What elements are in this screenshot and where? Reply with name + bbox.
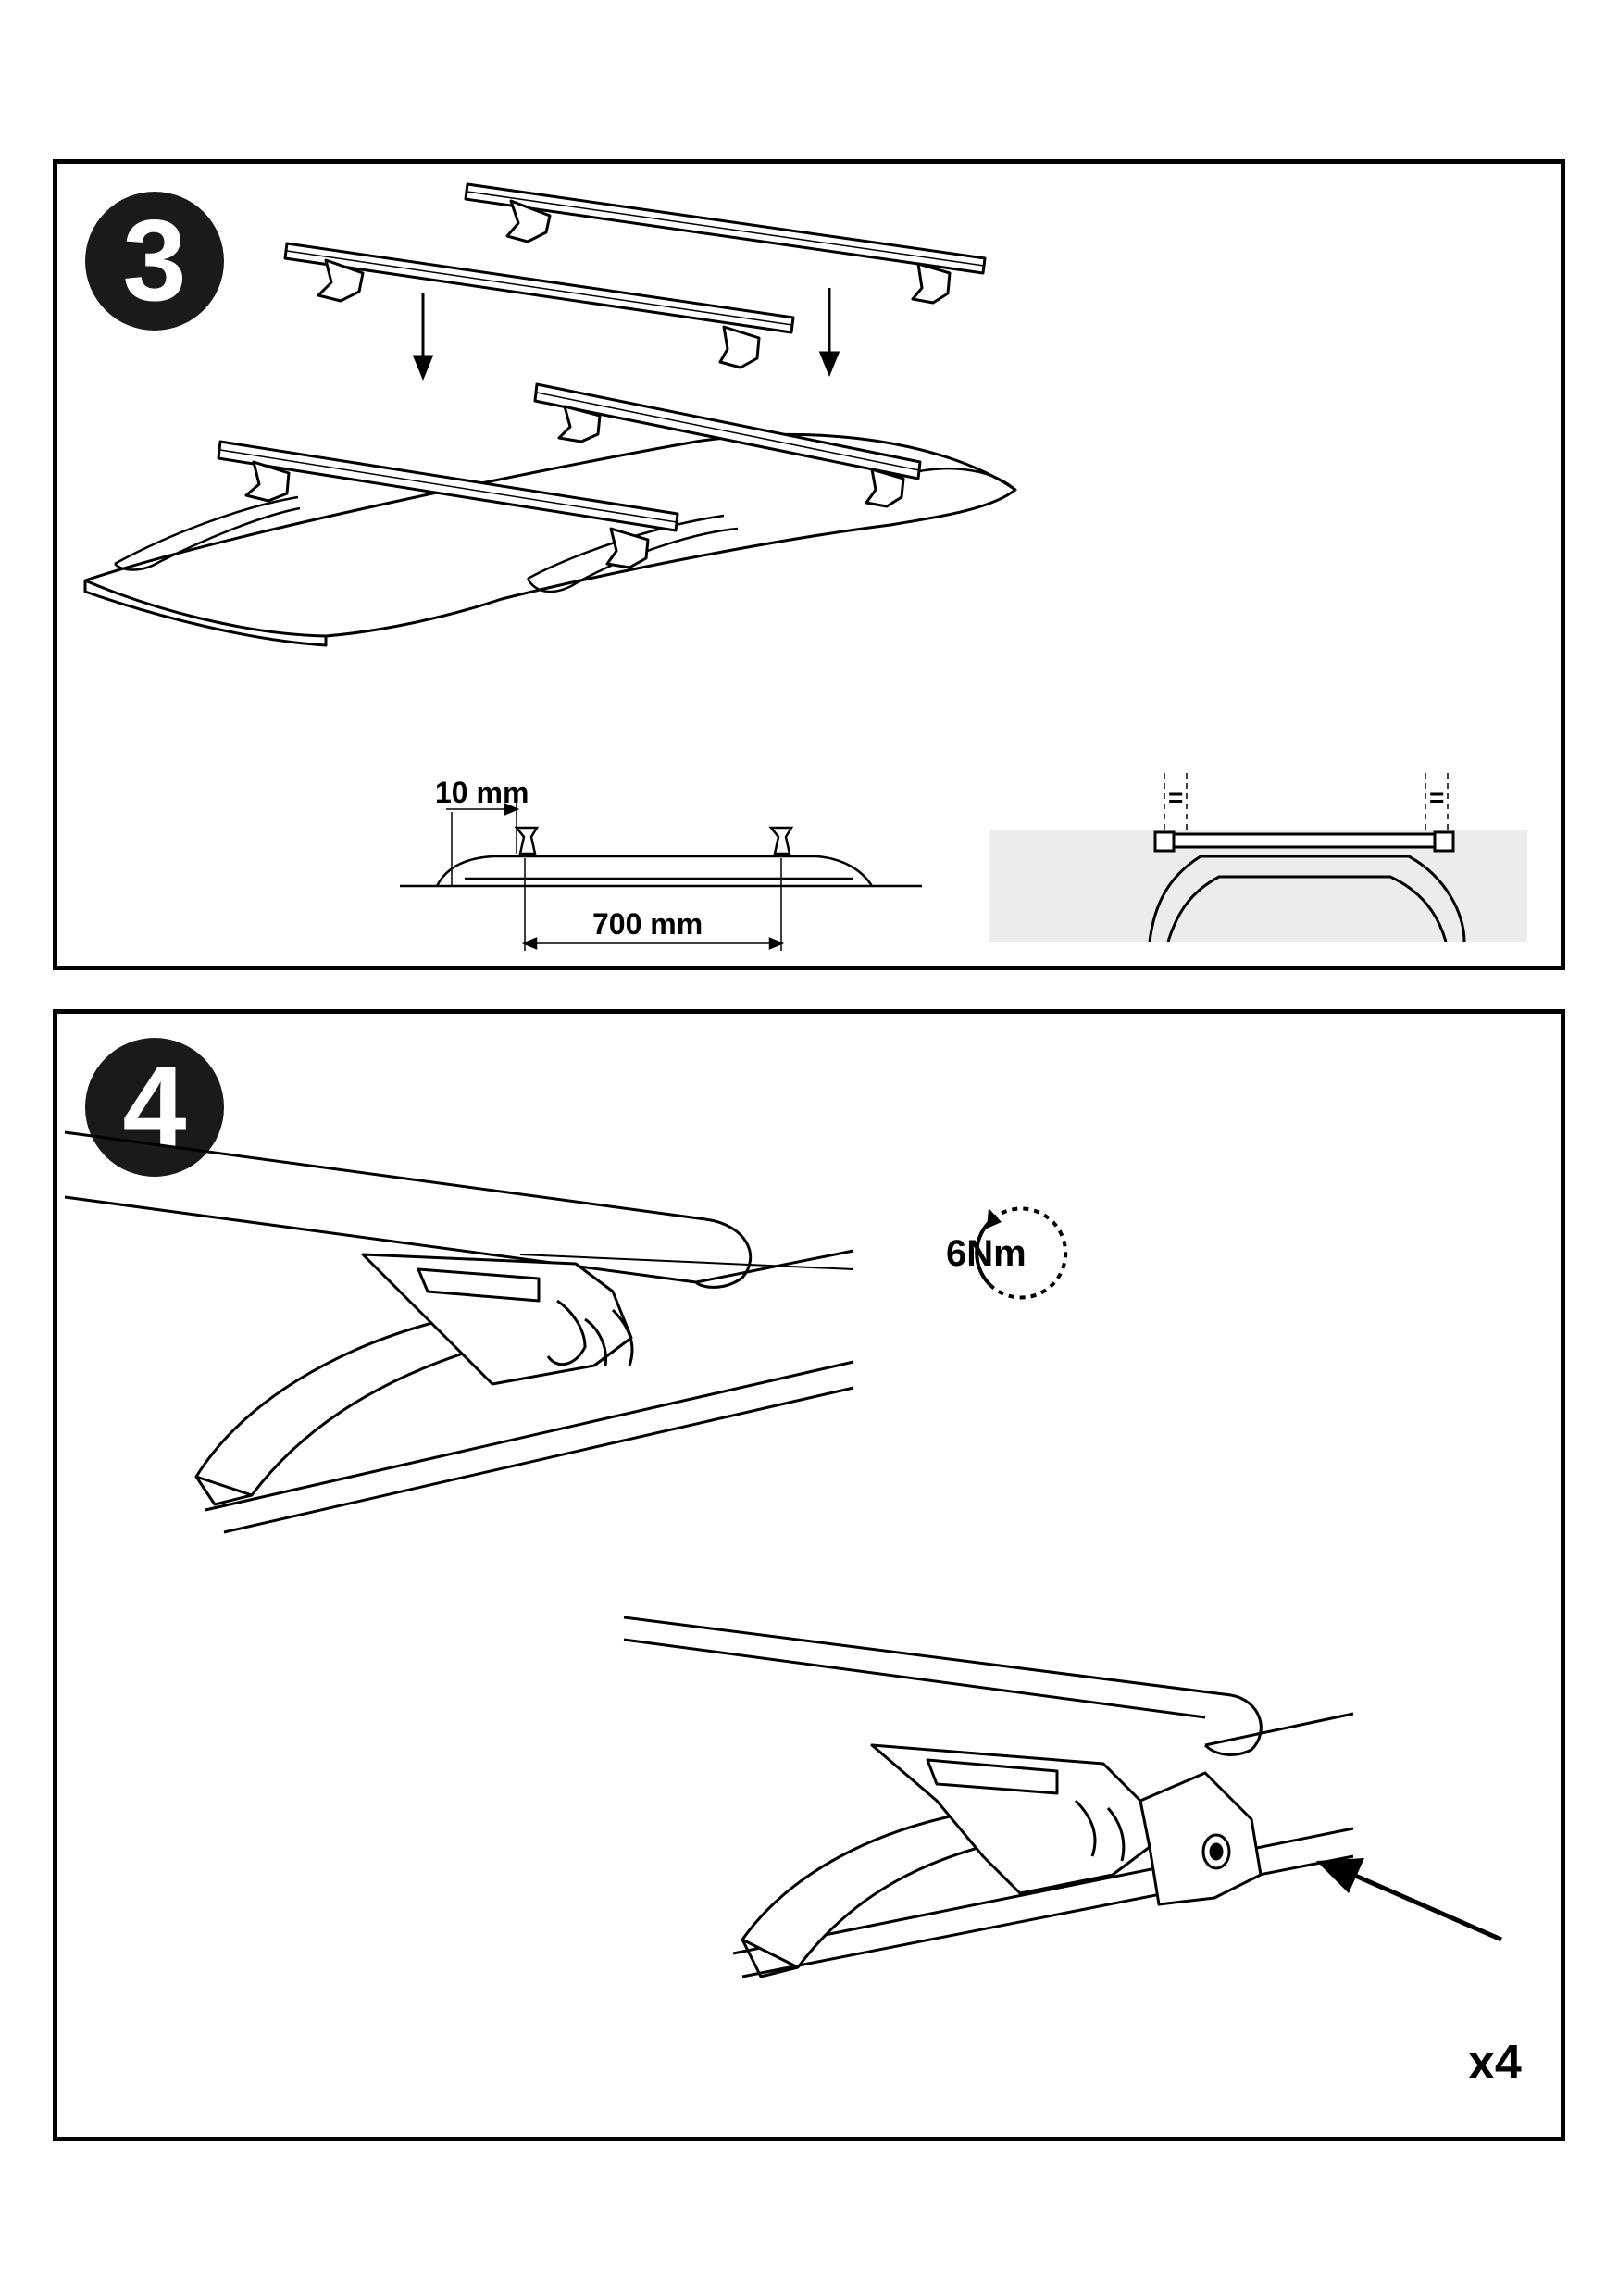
crossbar-closeup-bottom	[623, 1616, 1354, 1978]
step-3-panel: 3	[53, 159, 1565, 970]
car-roof	[83, 432, 1017, 647]
quantity-label: x4	[1468, 2036, 1522, 2090]
spacing-dimension-label: 700 mm	[592, 907, 703, 941]
equal-mark-right: =	[1429, 783, 1444, 812]
step-number-badge: 4	[85, 1038, 224, 1177]
torque-wrench-icon: 6Nm	[946, 1206, 1068, 1300]
step-4-panel: 4 6Nm	[53, 1009, 1565, 2141]
arrow-pointer-icon	[1316, 1858, 1503, 1942]
step-number-badge: 3	[85, 192, 224, 331]
step-3-illustration: 10 mm 700 mm = =	[83, 182, 1527, 951]
front-view-diagram: = =	[989, 773, 1527, 942]
torque-value-label: 6Nm	[946, 1233, 1027, 1274]
arrow-down-icon	[818, 288, 840, 377]
offset-dimension-label: 10 mm	[435, 776, 529, 809]
lifted-crossbars	[283, 182, 987, 369]
side-view-diagram	[400, 803, 922, 951]
crossbar-closeup-top	[64, 1130, 854, 1534]
equal-mark-left: =	[1168, 783, 1183, 812]
installed-crossbars	[217, 382, 922, 569]
arrow-down-icon	[412, 293, 434, 381]
step-4-illustration: 6Nm x4	[64, 1130, 1522, 2090]
